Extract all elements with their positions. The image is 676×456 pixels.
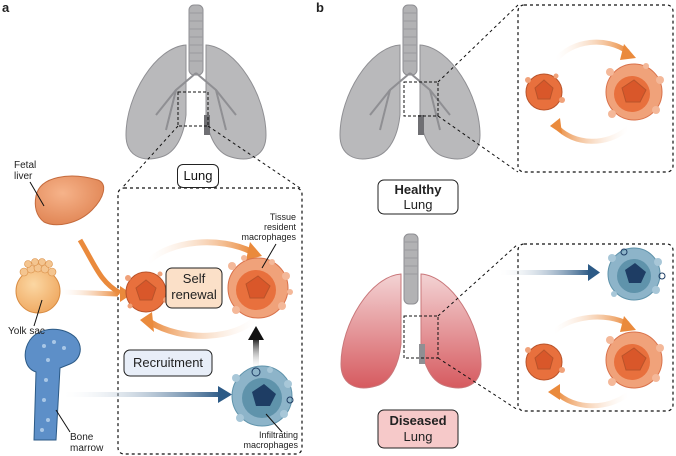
self-renewal-arrowhead-top xyxy=(246,242,262,260)
lung-label-a: Lung xyxy=(177,164,219,188)
diseased-arrowhead-top xyxy=(620,316,636,332)
zoom-line-diseased-bottom xyxy=(437,357,519,411)
recruitment-label: Recruitment xyxy=(132,355,204,370)
self-renewal-arrow-bottom xyxy=(148,315,259,339)
healthy-tissue-macrophage xyxy=(605,63,664,121)
tissue-resident-macrophage-a xyxy=(227,255,293,319)
diseased-recruitment-arrow xyxy=(500,270,590,275)
panel-b xyxy=(339,4,674,449)
bone-marrow-label: Bone marrow xyxy=(70,432,103,454)
diseased-arrow-bottom xyxy=(554,390,630,409)
differentiation-arrowhead xyxy=(248,326,264,340)
self-renewal-label-line2: renewal xyxy=(171,287,217,302)
zoom-line-healthy-bottom xyxy=(437,115,519,173)
fetal-liver-pointer xyxy=(29,181,45,207)
healthy-monocyte-cell xyxy=(525,73,565,111)
fetal-liver-label-line2: liver xyxy=(14,171,33,182)
diseased-monocyte-cell xyxy=(525,343,565,381)
infiltrating-pointer xyxy=(265,413,283,433)
lung-zoom-region-diseased xyxy=(403,315,439,359)
lung-illustration-a xyxy=(125,4,267,160)
self-renewal-label-line1: Self xyxy=(182,271,206,286)
panel-letter-b: b xyxy=(316,0,324,15)
zoom-box-healthy xyxy=(517,4,674,173)
zoom-line-left-a xyxy=(121,125,179,189)
origin-arrow-orange-2 xyxy=(61,289,119,297)
lung-zoom-region-healthy xyxy=(403,81,439,117)
zoom-line-healthy-top xyxy=(437,4,519,83)
healthy-label-box xyxy=(377,179,459,215)
diseased-infiltrating-macrophage xyxy=(607,247,666,301)
healthy-label: Healthy Lung xyxy=(378,182,458,212)
diseased-arrow-top xyxy=(552,314,630,334)
diseased-arrowhead-bottom xyxy=(548,384,560,400)
recruitment-box xyxy=(123,349,213,377)
lung-zoom-region-a xyxy=(177,91,209,127)
infiltrating-macrophage-a xyxy=(231,365,294,427)
infiltrating-label: Infiltrating macrophages xyxy=(236,430,298,450)
recruitment-arrow xyxy=(64,392,222,397)
healthy-arrowhead-bottom xyxy=(550,118,562,134)
diseased-label-sub: Lung xyxy=(403,429,433,444)
tissue-resident-pointer xyxy=(261,243,277,269)
yolk-sac-pointer xyxy=(33,299,43,327)
healthy-arrow-bottom xyxy=(554,124,630,144)
healthy-arrowhead-top xyxy=(620,44,636,60)
tissue-resident-line2: resident xyxy=(263,222,296,232)
healthy-label-sub: Lung xyxy=(403,197,433,212)
self-renewal-arrowhead-bottom xyxy=(140,312,154,332)
fetal-liver-label: Fetal liver xyxy=(14,160,36,182)
zoom-box-diseased xyxy=(517,243,674,412)
yolk-sac-label: Yolk sac xyxy=(8,326,45,337)
self-renewal-arrow-top xyxy=(145,239,254,265)
bone-marrow-label-line1: Bone xyxy=(70,432,94,443)
panel-a xyxy=(15,4,303,455)
diseased-label: Diseased Lung xyxy=(378,413,458,445)
zoom-box-a xyxy=(117,187,303,455)
healthy-arrow-top xyxy=(554,39,630,62)
diseased-label-box xyxy=(377,409,459,449)
fetal-liver-icon xyxy=(34,175,105,226)
bone-marrow-icon xyxy=(24,328,81,441)
healthy-label-bold: Healthy xyxy=(394,182,442,197)
fetal-liver-label-line1: Fetal xyxy=(14,160,37,171)
tissue-resident-line1: Tissue xyxy=(269,212,296,222)
monocyte-cell-orange-a xyxy=(125,271,169,313)
tissue-resident-label: Tissue resident macrophages xyxy=(236,212,296,242)
diseased-recruitment-arrowhead xyxy=(588,264,600,281)
differentiation-arrow-shaft xyxy=(253,338,259,370)
recruitment-arrowhead xyxy=(218,386,232,403)
bone-marrow-label-line2: marrow xyxy=(70,443,104,454)
diseased-label-bold: Diseased xyxy=(389,413,447,428)
diseased-tissue-macrophage xyxy=(605,331,664,389)
self-renewal-box xyxy=(165,267,223,309)
zoom-line-right-a xyxy=(207,125,301,189)
diseased-lung-illustration xyxy=(340,233,482,389)
tissue-resident-line3: macrophages xyxy=(241,232,296,242)
origin-arrow-orange xyxy=(77,238,122,296)
panel-letter-a: a xyxy=(2,0,10,15)
infiltrating-line1: Infiltrating xyxy=(258,430,298,440)
self-renewal-label: Self renewal xyxy=(166,271,222,303)
bone-marrow-pointer xyxy=(55,409,71,433)
infiltrating-line2: macrophages xyxy=(243,440,298,450)
yolk-sac-icon xyxy=(15,258,61,314)
